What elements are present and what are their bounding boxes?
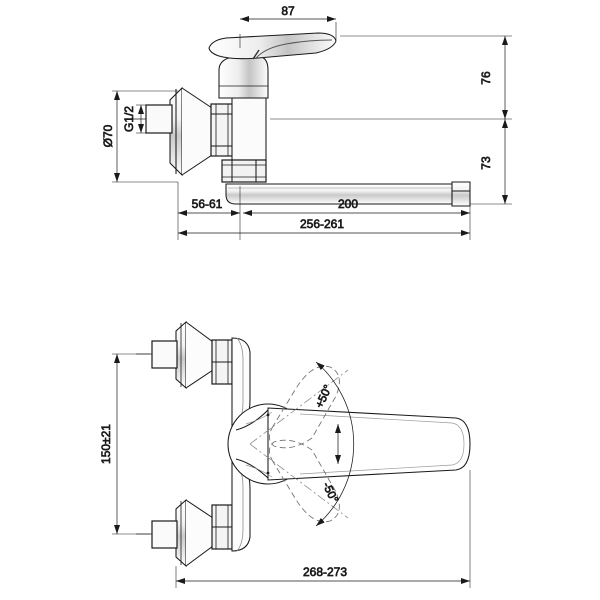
side-dimensions: 87 Ø70 G1/2 76 73: [101, 4, 512, 240]
top-plan-view: +50° -50° 150±21 268-273: [99, 320, 471, 588]
dim-spout-length: 200: [338, 197, 358, 211]
cartridge-barrel: [218, 56, 269, 99]
dim-inlet-centres: 150±21: [99, 424, 113, 464]
plan-spout: [267, 407, 471, 481]
angle-label-positive: +50°: [314, 383, 335, 410]
axis-dot-upper: [266, 413, 270, 417]
plan-inlet-lower: [151, 520, 178, 549]
dim-height-above: 76: [479, 71, 493, 85]
swivel-centre-lines: [249, 369, 349, 519]
dim-lever-length: 87: [281, 4, 295, 18]
outlet-nut-lower: [221, 159, 267, 183]
dim-flange-diameter: Ø70: [101, 124, 115, 147]
spout-tube: [225, 183, 453, 205]
side-elevation-view: 87 Ø70 G1/2 76 73: [101, 4, 512, 240]
plan-linear-dimensions: 150±21 268-273: [99, 353, 471, 588]
angle-label-negative: -50°: [320, 481, 340, 505]
dim-height-below: 73: [479, 156, 493, 170]
dim-plan-total-length: 268-273: [303, 565, 347, 579]
spout-aerator: [451, 181, 471, 207]
lever-handle: [208, 32, 337, 60]
dim-inlet-thread: G1/2: [122, 106, 136, 132]
inlet-nipple: [145, 104, 173, 134]
axis-dot-lower: [266, 471, 270, 475]
side-geometry: [128, 32, 471, 207]
mixer-body: [231, 97, 267, 161]
dim-total-projection: 256-261: [300, 217, 344, 231]
dim-wall-to-body: 56-61: [192, 197, 223, 211]
plan-inlet-upper: [151, 340, 178, 369]
union-nut-upper: [210, 103, 234, 157]
plan-geometry: [136, 320, 471, 568]
swivel-arc: [315, 361, 355, 527]
